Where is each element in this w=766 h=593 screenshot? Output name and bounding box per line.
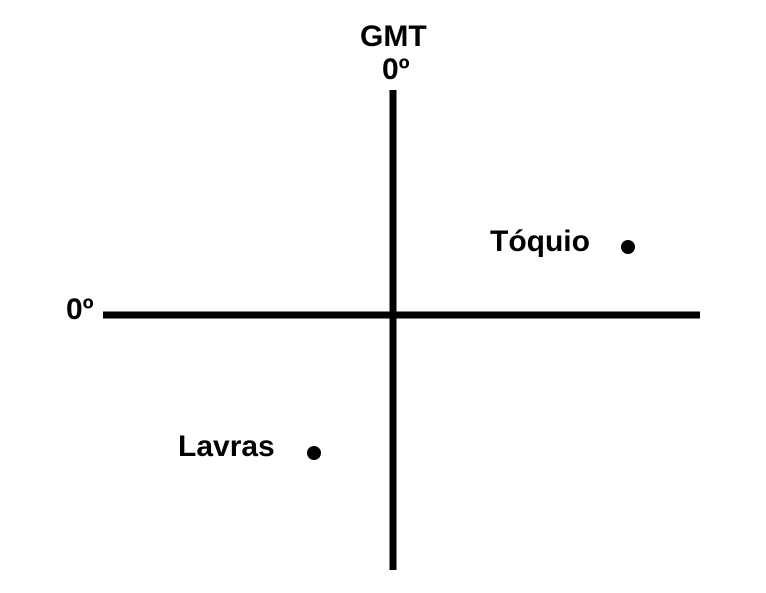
toquio-point (621, 240, 635, 254)
lavras-point (307, 446, 321, 460)
meridian-title: GMT (360, 20, 427, 53)
toquio-label: Tóquio (490, 225, 590, 258)
lavras-label: Lavras (178, 430, 275, 463)
meridian-degree-label: 0º (382, 53, 410, 86)
equator-degree-label: 0º (66, 293, 94, 326)
